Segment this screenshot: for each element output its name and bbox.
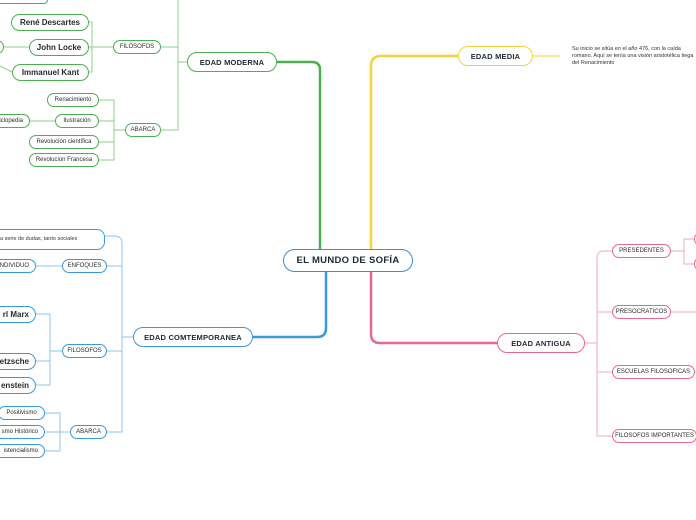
antigua-filosofos-importantes[interactable]: FILOSOFOS IMPORTANTES <box>612 429 696 443</box>
branch-edad-media[interactable]: EDAD MEDIA <box>458 46 533 66</box>
edad-media-note: Su inicio se sitúa en el año 476, con la… <box>572 46 694 66</box>
antigua-escuelas-filosoficas[interactable]: ESCUELAS FILOSOFICAS <box>612 365 695 379</box>
filosofo-nietzsche[interactable]: etzsche <box>0 353 36 370</box>
abarca-materialismo-historico[interactable]: smo Histórico <box>0 425 45 439</box>
abarca-existencialismo[interactable]: istencialismo <box>0 444 45 458</box>
filosofo-descartes[interactable]: René Descartes <box>11 14 89 31</box>
moderna-filosofos[interactable]: FILÓSOFOS <box>113 40 161 54</box>
filosofo-kant[interactable]: Immanuel Kant <box>12 64 89 81</box>
abarca-renacimiento[interactable]: Renacimiento <box>47 93 99 107</box>
branch-edad-contemporanea[interactable]: EDAD COMTEMPORANEA <box>133 327 253 347</box>
contemporanea-abarca[interactable]: ABARCA <box>70 425 107 439</box>
antigua-presocraticos[interactable]: PRESOCRATICOS <box>612 305 671 319</box>
branch-edad-antigua[interactable]: EDAD ANTIGUA <box>497 333 585 353</box>
contemporanea-note-node[interactable] <box>0 229 105 250</box>
partial-node[interactable] <box>0 0 48 4</box>
abarca-revolucion-cientifica[interactable]: Revolución científica <box>29 135 99 149</box>
branch-edad-moderna[interactable]: EDAD MODERNA <box>187 52 277 72</box>
contemporanea-enfoques[interactable]: ENFOQUES <box>62 259 107 273</box>
enfoque-individuo[interactable]: INDIVIDUO <box>0 259 36 273</box>
abarca-revolucion-francesa[interactable]: Revolucion Francesa <box>29 153 99 167</box>
antigua-presedentes[interactable]: PRESEDENTES <box>612 244 671 258</box>
abarca-positivismo[interactable]: Positivismo <box>0 406 45 420</box>
filosofo-locke[interactable]: John Locke <box>29 39 89 56</box>
root-node[interactable]: EL MUNDO DE SOFÍA <box>283 249 413 272</box>
moderna-abarca[interactable]: ABARCA <box>125 123 161 137</box>
filosofo-einstein[interactable]: enstein <box>0 377 36 394</box>
contemporanea-filosofos[interactable]: FILOSOFOS <box>62 344 107 358</box>
abarca-enciclopedia[interactable]: iclopedia <box>0 114 30 128</box>
contemporanea-note: a serie de dudas, tanto sociales <box>0 236 78 242</box>
abarca-ilustracion[interactable]: Ilustración <box>55 114 99 128</box>
filosofo-marx[interactable]: rl Marx <box>0 306 36 323</box>
